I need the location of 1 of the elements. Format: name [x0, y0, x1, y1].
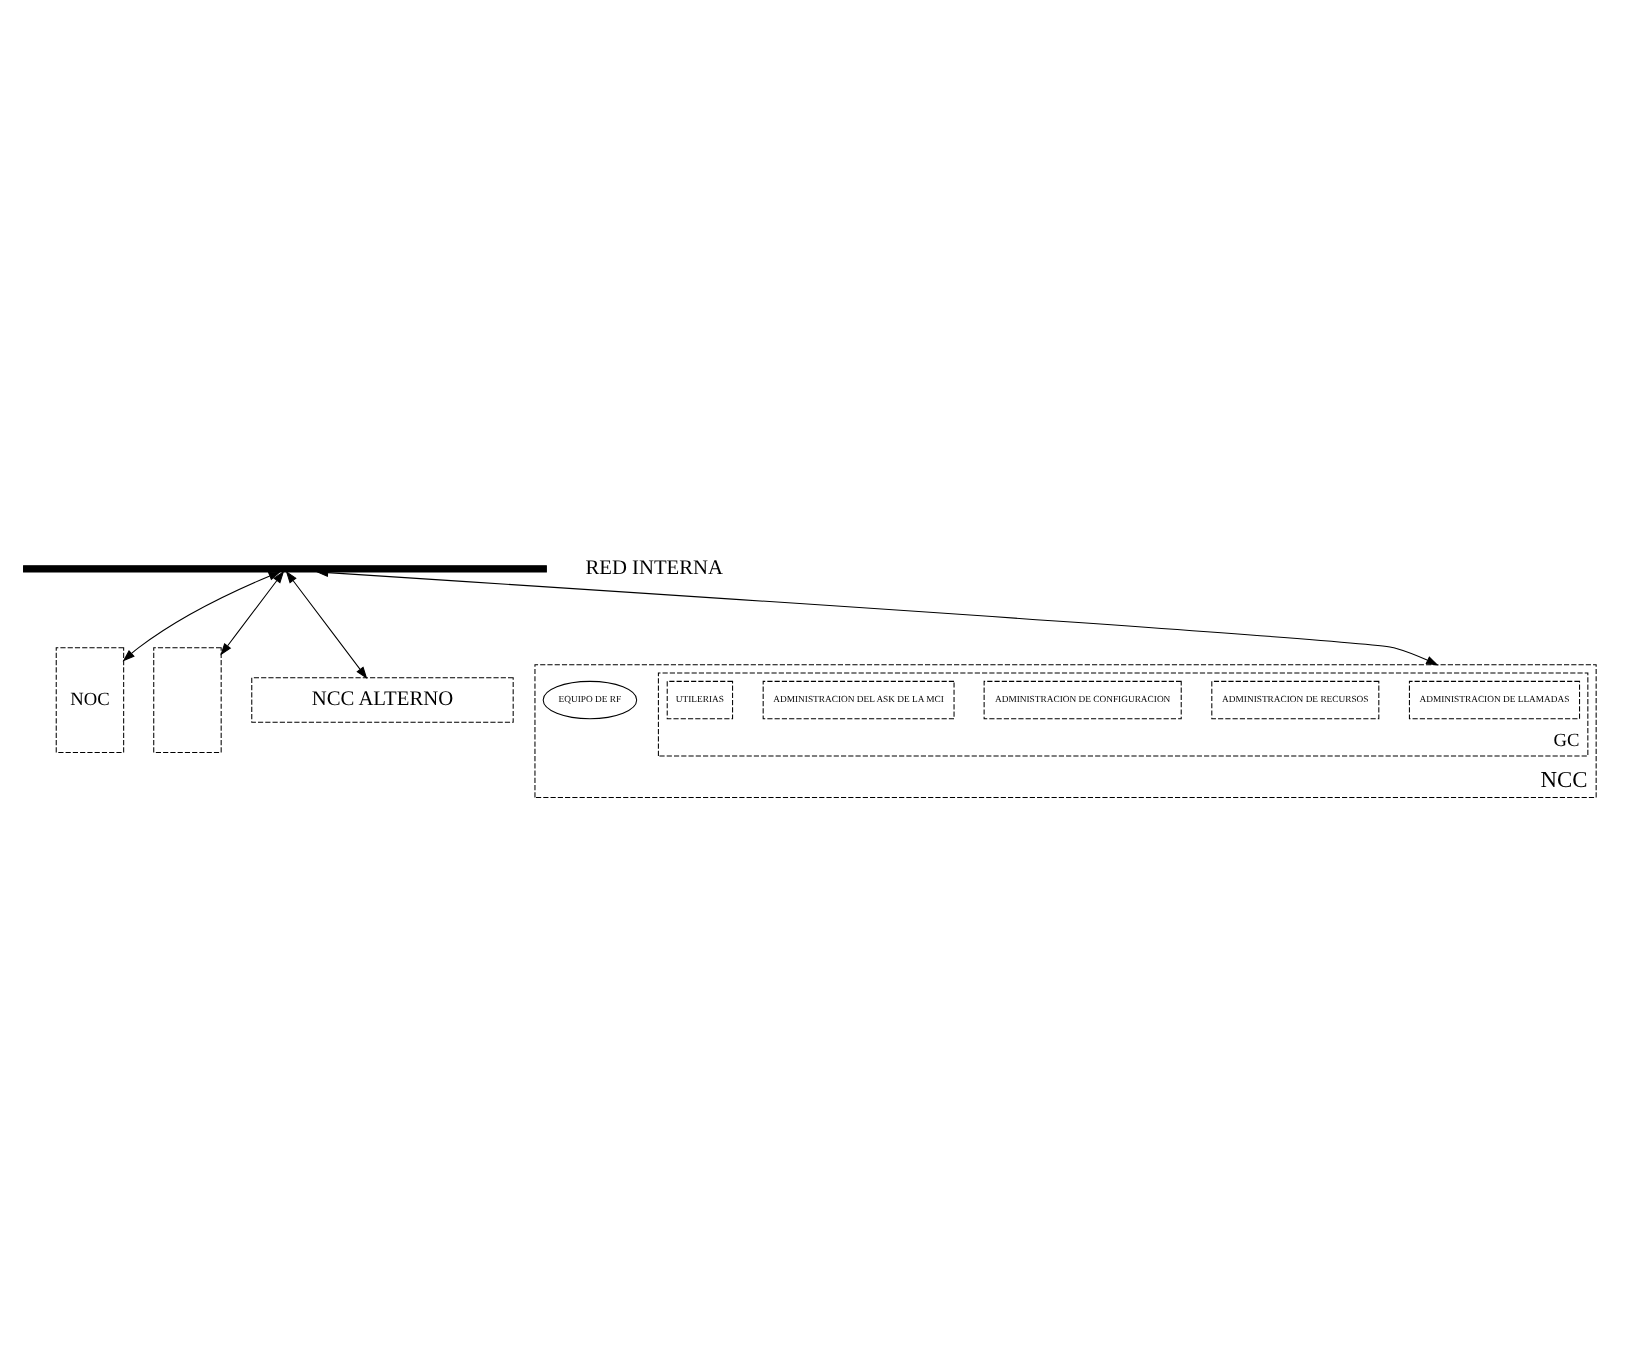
node-label: RED INTERNA	[585, 558, 724, 581]
